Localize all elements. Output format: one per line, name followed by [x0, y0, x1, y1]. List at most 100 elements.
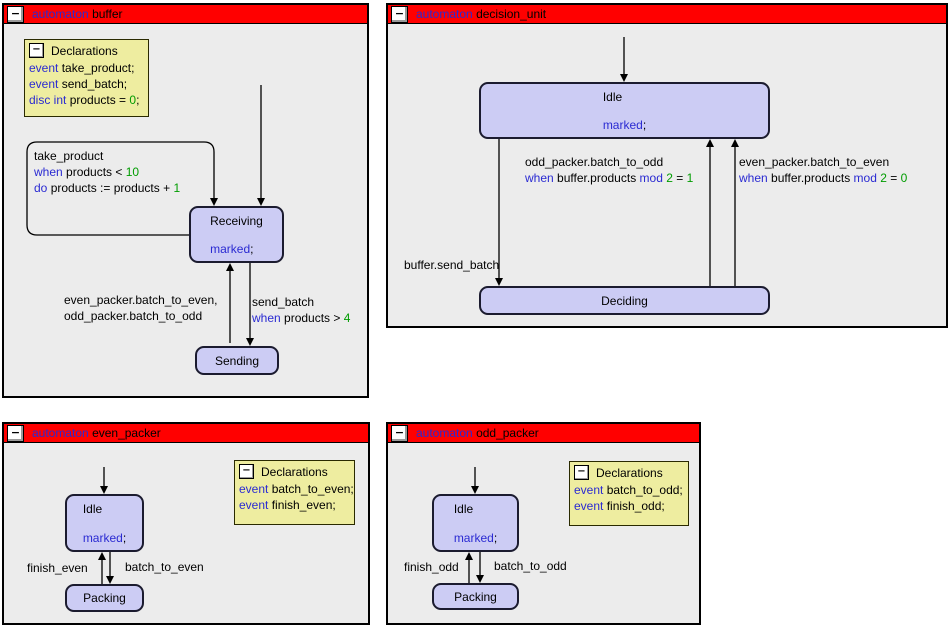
state-marked: marked; [453, 531, 498, 545]
declarations-title: Declarations [596, 465, 663, 480]
collapse-button[interactable]: − [239, 464, 254, 479]
automaton-keyword: automaton [32, 7, 89, 21]
panel-title: automaton buffer [32, 7, 123, 21]
transition-arrow-up [98, 552, 106, 584]
collapse-button[interactable]: − [574, 465, 589, 480]
state-idle: Idle marked; [479, 82, 770, 139]
declaration-line: event finish_even; [239, 498, 336, 512]
state-deciding: Deciding [479, 286, 770, 315]
declarations-title: Declarations [51, 43, 118, 58]
state-receiving: Receiving marked; [189, 206, 284, 263]
state-name: Receiving [210, 214, 263, 228]
automaton-name: decision_unit [476, 7, 547, 21]
declarations-body: event batch_to_even; event finish_even; [235, 479, 354, 517]
state-packing: Packing [432, 583, 519, 610]
automaton-name: even_packer [92, 426, 161, 440]
declaration-line: event send_batch; [29, 77, 128, 91]
collapse-button[interactable]: − [7, 5, 24, 23]
declaration-line: event finish_odd; [574, 499, 665, 513]
state-marked: marked; [210, 242, 254, 256]
automaton-panel-even-packer: − automaton even_packer − Declarations e… [2, 422, 370, 625]
transition-arrow-down [476, 552, 484, 583]
state-marked: marked; [82, 531, 127, 545]
automaton-panel-decision-unit: − automaton decision_unit Idle marked; o… [386, 3, 948, 328]
panel-title: automaton odd_packer [416, 426, 539, 440]
initial-arrow [620, 37, 628, 82]
state-name: Packing [454, 589, 497, 604]
automaton-name: odd_packer [476, 426, 539, 440]
declarations-body: event batch_to_odd; event finish_odd; [570, 480, 688, 518]
odd-packer-edges [465, 467, 484, 583]
transition-arrow-down [106, 552, 114, 584]
initial-arrow [257, 85, 265, 206]
automaton-panel-buffer: − automaton buffer − Declarations event … [2, 3, 369, 398]
collapse-button[interactable]: − [29, 43, 44, 58]
minus-icon: − [242, 465, 251, 476]
state-sending: Sending [195, 346, 279, 375]
state-idle: Idle marked; [432, 494, 519, 552]
automaton-keyword: automaton [32, 426, 89, 440]
panel-header: − automaton buffer [4, 5, 367, 24]
declarations-header: − Declarations [235, 461, 354, 479]
state-name: Idle [82, 502, 103, 516]
declaration-line: event batch_to_odd; [574, 483, 683, 497]
edge-label-send-batch: send_batch when products > 4 [252, 295, 351, 325]
declaration-line: event batch_to_even; [239, 482, 354, 496]
transition-arrow-up [465, 552, 473, 583]
collapse-button[interactable]: − [391, 5, 408, 23]
collapse-button[interactable]: − [391, 424, 408, 442]
declarations-box: − Declarations event batch_to_even; even… [234, 460, 355, 525]
edge-label-take-product: take_product when products < 10 do produ… [34, 149, 181, 195]
declarations-header: − Declarations [570, 462, 688, 480]
automaton-panel-odd-packer: − automaton odd_packer − Declarations ev… [386, 422, 701, 625]
automaton-keyword: automaton [416, 426, 473, 440]
state-name: Deciding [601, 293, 648, 308]
edge-label-finish: finish_even [27, 561, 88, 575]
transition-arrow-up [226, 263, 234, 343]
transition-arrow-up [706, 139, 714, 286]
automaton-name: buffer [92, 7, 123, 21]
edge-label-finish: finish_odd [404, 560, 459, 574]
edge-label-batch: batch_to_even [125, 560, 204, 574]
minus-icon: − [394, 426, 405, 439]
edge-label-send: buffer.send_batch [404, 258, 500, 272]
declarations-box: − Declarations event take_product; event… [24, 39, 149, 117]
edge-label-even: even_packer.batch_to_even when buffer.pr… [739, 155, 908, 185]
initial-arrow [100, 467, 108, 494]
decision-unit-edges [495, 37, 739, 286]
panel-header: − automaton even_packer [4, 424, 368, 443]
panel-header: − automaton odd_packer [388, 424, 699, 443]
declarations-header: − Declarations [25, 40, 148, 58]
declaration-line: disc int products = 0; [29, 93, 140, 107]
declarations-box: − Declarations event batch_to_odd; event… [569, 461, 689, 526]
minus-icon: − [10, 426, 21, 439]
state-name: Packing [83, 591, 126, 605]
declaration-line: event take_product; [29, 61, 135, 75]
minus-icon: − [394, 7, 405, 20]
panel-title: automaton even_packer [32, 426, 161, 440]
minus-icon: − [577, 466, 586, 477]
transition-arrow-down [495, 139, 503, 286]
state-name: Idle [602, 90, 623, 104]
state-packing: Packing [65, 584, 144, 612]
transition-arrow-down [246, 263, 254, 346]
collapse-button[interactable]: − [7, 424, 24, 442]
panel-title: automaton decision_unit [416, 7, 546, 21]
transition-arrow-up [731, 139, 739, 286]
state-name: Sending [214, 353, 260, 368]
declarations-body: event take_product; event send_batch; di… [25, 58, 148, 112]
edge-label-odd: odd_packer.batch_to_odd when buffer.prod… [525, 155, 694, 185]
panel-header: − automaton decision_unit [388, 5, 946, 24]
minus-icon: − [10, 7, 21, 20]
declarations-title: Declarations [261, 464, 328, 479]
state-name: Idle [453, 502, 474, 516]
self-loop-arrow [26, 141, 218, 236]
even-packer-edges [98, 467, 114, 584]
buffer-edges [26, 85, 265, 346]
state-marked: marked; [602, 118, 647, 132]
state-idle: Idle marked; [65, 494, 144, 552]
automaton-keyword: automaton [416, 7, 473, 21]
edge-label-batch-to-packers: even_packer.batch_to_even, odd_packer.ba… [64, 293, 218, 323]
minus-icon: − [32, 44, 41, 55]
